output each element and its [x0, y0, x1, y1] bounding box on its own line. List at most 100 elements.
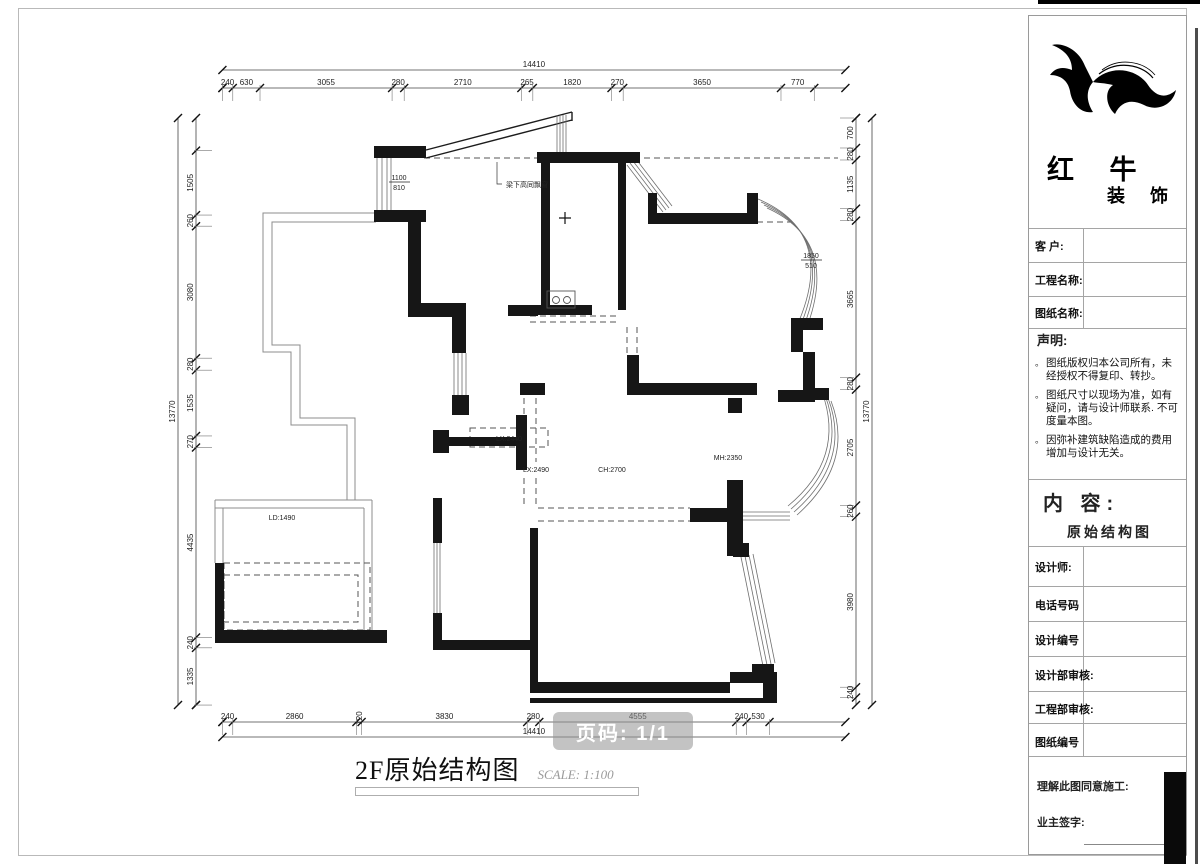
title-block: 红 牛 装 饰 客 户: 工程名称: 图纸名称: 声明: 图纸版权归本公司所有，…	[1028, 15, 1187, 855]
svg-text:700: 700	[846, 126, 855, 140]
svg-text:120: 120	[355, 711, 364, 725]
svg-text:3980: 3980	[846, 593, 855, 611]
center-cross-mark	[559, 212, 571, 224]
statement-item: 图纸尺寸以现场为准，如有疑问，请与设计师联系. 不可度量本图。	[1035, 389, 1179, 428]
divider	[1029, 586, 1186, 587]
content-value: 原始结构图	[1067, 524, 1152, 540]
label-lx2440: LX:2440	[496, 436, 522, 443]
label-ld1490: LD:1490	[269, 515, 296, 522]
field-design-no: 设计编号	[1035, 635, 1079, 647]
field-designer: 设计师:	[1035, 562, 1072, 574]
divider	[1083, 546, 1084, 756]
svg-text:1135: 1135	[846, 175, 855, 193]
svg-text:240: 240	[735, 712, 749, 721]
svg-text:2705: 2705	[846, 438, 855, 456]
field-client: 客 户:	[1035, 241, 1064, 253]
signature-line	[1084, 844, 1166, 845]
label-ch2700: CH:2700	[598, 467, 626, 474]
plan-annotations: 1100 810 1850 510 梁下高同飘窗 LX:2440 LX:2490…	[269, 162, 822, 522]
divider	[1029, 228, 1186, 229]
label-mh2350: MH:2350	[714, 455, 743, 462]
divider	[1029, 691, 1186, 692]
beam-note: 梁下高同飘窗	[506, 180, 548, 189]
divider	[1029, 479, 1186, 480]
svg-text:270: 270	[186, 435, 195, 449]
svg-text:1535: 1535	[186, 394, 195, 412]
svg-text:240: 240	[846, 685, 855, 699]
company-name-sub: 装 饰	[1106, 186, 1178, 206]
svg-text:13770: 13770	[862, 400, 871, 423]
divider	[1029, 756, 1186, 757]
svg-text:280: 280	[186, 357, 195, 371]
field-drawing-name: 图纸名称:	[1035, 308, 1083, 320]
agreement-line: 理解此图同意施工:	[1037, 781, 1129, 793]
svg-text:1820: 1820	[563, 78, 581, 87]
svg-text:13770: 13770	[168, 400, 177, 423]
svg-text:280: 280	[846, 147, 855, 161]
window-tag-left-bottom: 810	[393, 185, 405, 192]
svg-text:1335: 1335	[186, 667, 195, 685]
svg-text:2710: 2710	[454, 78, 472, 87]
svg-text:4435: 4435	[186, 533, 195, 551]
window-tag-right-top: 1850	[803, 253, 819, 260]
svg-text:3830: 3830	[436, 712, 454, 721]
statement-title: 声明:	[1037, 333, 1068, 348]
drawing-title: 2F原始结构图 SCALE: 1:100	[355, 750, 775, 787]
svg-text:265: 265	[520, 78, 534, 87]
corner-fold-bar	[1164, 772, 1186, 864]
divider	[1029, 296, 1186, 297]
svg-text:14410: 14410	[523, 60, 546, 69]
svg-text:530: 530	[751, 712, 765, 721]
svg-text:3665: 3665	[846, 290, 855, 308]
svg-text:770: 770	[791, 78, 805, 87]
window-glazing	[376, 115, 839, 667]
title-underline-bar	[355, 787, 639, 796]
scale-label: SCALE: 1:100	[537, 767, 614, 782]
field-project-name: 工程名称:	[1035, 275, 1083, 287]
field-engineering-audit: 工程部审核:	[1035, 704, 1094, 716]
statement-item: 图纸版权归本公司所有，未经授权不得复印、转抄。	[1035, 357, 1179, 383]
top-edge-bar	[1038, 0, 1200, 4]
svg-text:3055: 3055	[317, 78, 335, 87]
field-phone: 电话号码	[1035, 600, 1079, 612]
divider	[1029, 262, 1186, 263]
field-drawing-no: 图纸编号	[1035, 737, 1079, 749]
svg-text:3080: 3080	[186, 283, 195, 301]
svg-text:240: 240	[186, 635, 195, 649]
signature-section: 理解此图同意施工: 业主签字:	[1037, 778, 1182, 845]
statement-section: 声明: 图纸版权归本公司所有，未经授权不得复印、转抄。 图纸尺寸以现场为准，如有…	[1035, 330, 1179, 466]
owner-signature-label: 业主签字:	[1037, 817, 1085, 829]
divider	[1083, 228, 1084, 328]
svg-text:2860: 2860	[286, 712, 304, 721]
svg-text:260: 260	[186, 213, 195, 227]
svg-text:280: 280	[527, 712, 541, 721]
content-section: 内 容: 原始结构图	[1029, 479, 1186, 542]
svg-text:270: 270	[611, 78, 625, 87]
drawing-title-text: 2F原始结构图	[355, 756, 520, 785]
bull-logo-icon	[1050, 44, 1176, 114]
svg-text:3650: 3650	[693, 78, 711, 87]
window-tag-left-top: 1100	[391, 175, 406, 182]
content-label: 内 容:	[1043, 493, 1120, 515]
company-logo-area: 红 牛 装 饰	[1029, 16, 1186, 228]
svg-text:1505: 1505	[186, 173, 195, 191]
svg-text:280: 280	[846, 376, 855, 390]
page-number-badge: 页码: 1/1	[553, 712, 693, 750]
floor-plan-drawing: 1100 810 1850 510 梁下高同飘窗 LX:2440 LX:2490…	[168, 60, 877, 742]
structural-walls	[215, 146, 829, 703]
svg-text:280: 280	[846, 207, 855, 221]
divider	[1029, 621, 1186, 622]
statement-item: 因弥补建筑缺陷造成的费用增加与设计无关。	[1035, 434, 1179, 460]
svg-text:280: 280	[391, 78, 405, 87]
svg-text:260: 260	[846, 504, 855, 518]
balcony-outlines	[214, 212, 376, 630]
right-edge-line	[1195, 28, 1198, 864]
sink-fixture	[546, 290, 576, 309]
divider	[1029, 656, 1186, 657]
svg-text:240: 240	[221, 712, 235, 721]
divider	[1029, 723, 1186, 724]
svg-text:630: 630	[240, 78, 254, 87]
label-lx2490: LX:2490	[523, 467, 549, 474]
dimension-chains: 240 630 3055 280 2710 265 1820 270 3650 770 240 286…	[168, 60, 877, 742]
